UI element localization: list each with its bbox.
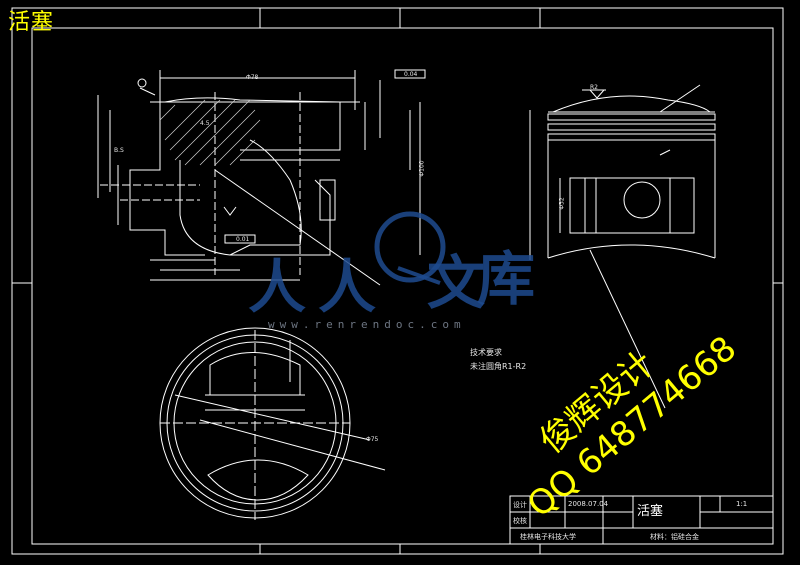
logo-url: www.renrendoc.com	[268, 318, 466, 331]
sheet-outer-border	[11, 7, 784, 555]
logo-char: 人	[248, 253, 307, 321]
dimension-label: R2	[590, 84, 598, 91]
dimension-label: B.S	[114, 147, 124, 154]
dimension-label: Φ100	[418, 160, 426, 177]
dimension-label: 4.5	[200, 120, 210, 127]
logo-char: 人	[318, 253, 377, 321]
title-block-scale: 1:1	[736, 500, 748, 508]
corner-title: 活塞	[8, 10, 55, 35]
dimension-label: Φ75	[366, 436, 379, 443]
dimension-label: 0.01	[236, 236, 250, 243]
title-block-designer-label: 设计	[513, 501, 527, 509]
tech-requirements-title: 技术要求	[470, 348, 502, 357]
dimension-label: 0.04	[404, 71, 418, 78]
title-block-date: 2008.07.04	[568, 500, 609, 508]
logo-char: 库	[477, 245, 536, 313]
title-block-checker-label: 校核	[513, 517, 527, 525]
title-block-name: 活塞	[637, 504, 664, 519]
top-view	[159, 327, 386, 520]
logo-mark	[374, 211, 446, 285]
tech-requirements-item: 未注圆角R1-R2	[470, 362, 527, 371]
section-view	[97, 69, 426, 286]
title-block-material: 材料：铝硅合金	[650, 533, 699, 541]
title-block-school: 桂林电子科技大学	[520, 533, 576, 541]
dimension-label: Φ32	[558, 197, 566, 210]
side-view	[529, 84, 716, 409]
title-block-lines	[509, 495, 774, 545]
logo-char: 文	[427, 249, 486, 317]
section-hatching	[159, 99, 261, 166]
sheet-inner-border	[31, 27, 774, 545]
dimension-label: Φ78	[246, 74, 259, 81]
